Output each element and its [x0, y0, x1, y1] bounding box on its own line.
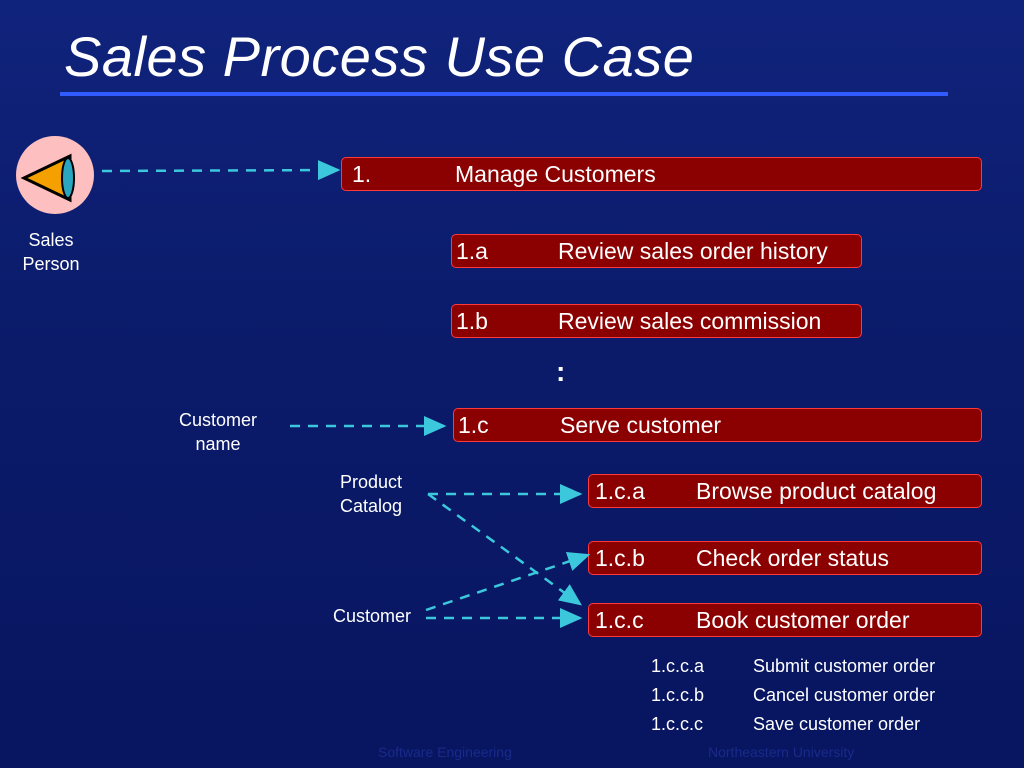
actor-label-customer-name: Customer name [166, 408, 270, 456]
actor-label-customer: Customer [322, 604, 422, 628]
sales-person-actor-icon [16, 136, 94, 214]
use-case-text: Manage Customers [455, 160, 656, 187]
arrow-product-catalog-to-book-order [427, 492, 583, 606]
footer-right: Northeastern University [708, 744, 855, 760]
customer-label: Customer [332, 606, 412, 626]
use-case-text: Book customer order [696, 606, 910, 633]
use-case-box: 1.a Review sales order history [451, 234, 862, 268]
footer-left: Software Engineering [378, 744, 512, 760]
title-underline [60, 92, 948, 96]
use-case-number: 1.c.a [595, 477, 645, 504]
product-catalog-label: Product Catalog [339, 472, 403, 516]
arrow-customer-to-check-status [425, 551, 591, 612]
sub-case-number: 1.c.c.a [651, 656, 705, 676]
use-case-box: 1.c Serve customer [453, 408, 982, 442]
sub-case-text: Cancel customer order [753, 685, 936, 705]
actor-label-sales-person: Sales Person [10, 228, 92, 276]
use-case-text: Check order status [696, 544, 890, 571]
use-case-box: 1. Manage Customers [341, 157, 982, 191]
use-case-number: 1.b [456, 307, 488, 334]
use-case-text: Review sales commission [558, 307, 822, 334]
use-case-box: 1.c.c Book customer order [588, 603, 982, 637]
sales-person-label: Sales Person [22, 230, 80, 274]
use-case-number: 1.c.c [595, 606, 644, 633]
use-case-number: 1.c [458, 411, 489, 438]
use-case-text: Serve customer [560, 411, 722, 438]
sub-case-text: Submit customer order [753, 656, 936, 676]
customer-name-label: Customer name [178, 410, 258, 454]
use-case-box: 1.c.a Browse product catalog [588, 474, 982, 508]
use-case-box: 1.c.b Check order status [588, 541, 982, 575]
actor-label-product-catalog: Product Catalog [326, 470, 416, 518]
arrow-sales-person-to-manage-customers [101, 160, 341, 181]
use-case-number: 1.a [456, 237, 488, 264]
use-case-text: Browse product catalog [696, 477, 937, 504]
use-case-number: 1.c.b [595, 544, 645, 571]
use-case-number: 1. [352, 160, 372, 187]
sub-case-number: 1.c.c.c [651, 714, 704, 734]
sub-case-text: Save customer order [753, 714, 921, 734]
slide-title: Sales Process Use Case [64, 25, 695, 88]
sub-case-number: 1.c.c.b [651, 685, 705, 705]
continuation-ellipsis: : [556, 356, 566, 387]
use-case-text: Review sales order history [558, 237, 828, 264]
use-case-box: 1.b Review sales commission [451, 304, 862, 338]
